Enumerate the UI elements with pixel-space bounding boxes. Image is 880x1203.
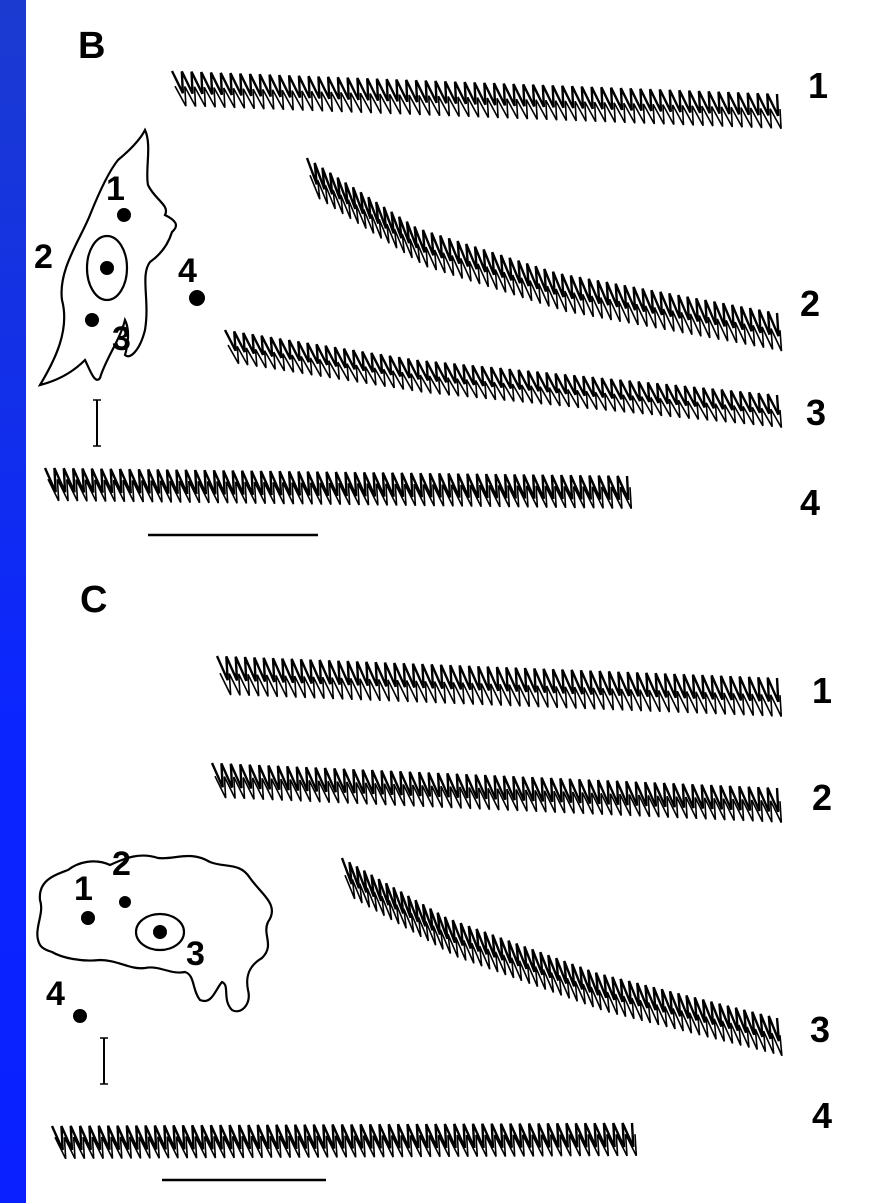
trace-wave [228, 345, 781, 428]
panel-c-cell-label-3: 3 [186, 935, 205, 973]
panel-b-cell-outline [40, 130, 176, 385]
panel-b-trace-number-4: 4 [800, 482, 820, 523]
panel-b-cell-label-4: 4 [178, 252, 197, 290]
panel-c-point-1 [81, 911, 95, 925]
panel-b-cell-label-2: 2 [34, 238, 53, 276]
panel-c-trace-number-4: 4 [812, 1095, 832, 1136]
panel-b-point-nucleus [100, 261, 114, 275]
panel-c-trace-4 [52, 1123, 636, 1159]
panel-c-cell-label-4: 4 [46, 975, 65, 1013]
panel-c-cell-label-2: 2 [112, 845, 131, 883]
panel-b-trace-number-2: 2 [800, 283, 820, 324]
panel-c: C 1 2 3 4 1 2 3 4 [37, 579, 832, 1180]
trace-wave [307, 158, 779, 336]
panel-b-cell-label-1: 1 [106, 170, 125, 208]
trace-wave [217, 656, 778, 702]
trace-wave [225, 330, 778, 415]
panel-c-label: C [80, 579, 107, 621]
panel-b-point-1 [117, 208, 131, 222]
panel-b-point-3 [85, 313, 99, 327]
panel-b-trace-1 [172, 71, 781, 129]
trace-wave [212, 763, 778, 812]
panel-c-trace-2 [212, 763, 781, 823]
panel-b-trace-2 [307, 158, 782, 351]
panel-b: B 1 2 3 4 1 2 3 4 [34, 25, 828, 535]
panel-b-trace-number-3: 3 [806, 392, 826, 433]
panel-c-trace-3 [342, 858, 782, 1056]
trace-wave [310, 175, 782, 351]
panel-c-trace-1 [217, 656, 781, 717]
panel-b-point-4 [189, 290, 205, 306]
panel-c-trace-number-2: 2 [812, 777, 832, 818]
panel-b-trace-number-1: 1 [808, 65, 828, 106]
trace-wave [342, 858, 779, 1041]
panel-b-cell-label-3: 3 [112, 320, 131, 358]
panel-b-trace-3 [225, 330, 781, 428]
panel-c-cell-label-1: 1 [74, 870, 93, 908]
panel-c-point-2 [119, 896, 131, 908]
panel-b-label: B [78, 25, 105, 67]
panel-b-trace-4 [45, 468, 631, 509]
panel-c-point-4 [73, 1009, 87, 1023]
panel-c-trace-number-1: 1 [812, 670, 832, 711]
panel-c-point-nucleus [153, 925, 167, 939]
trace-wave [220, 673, 781, 716]
panel-c-trace-number-3: 3 [810, 1009, 830, 1050]
